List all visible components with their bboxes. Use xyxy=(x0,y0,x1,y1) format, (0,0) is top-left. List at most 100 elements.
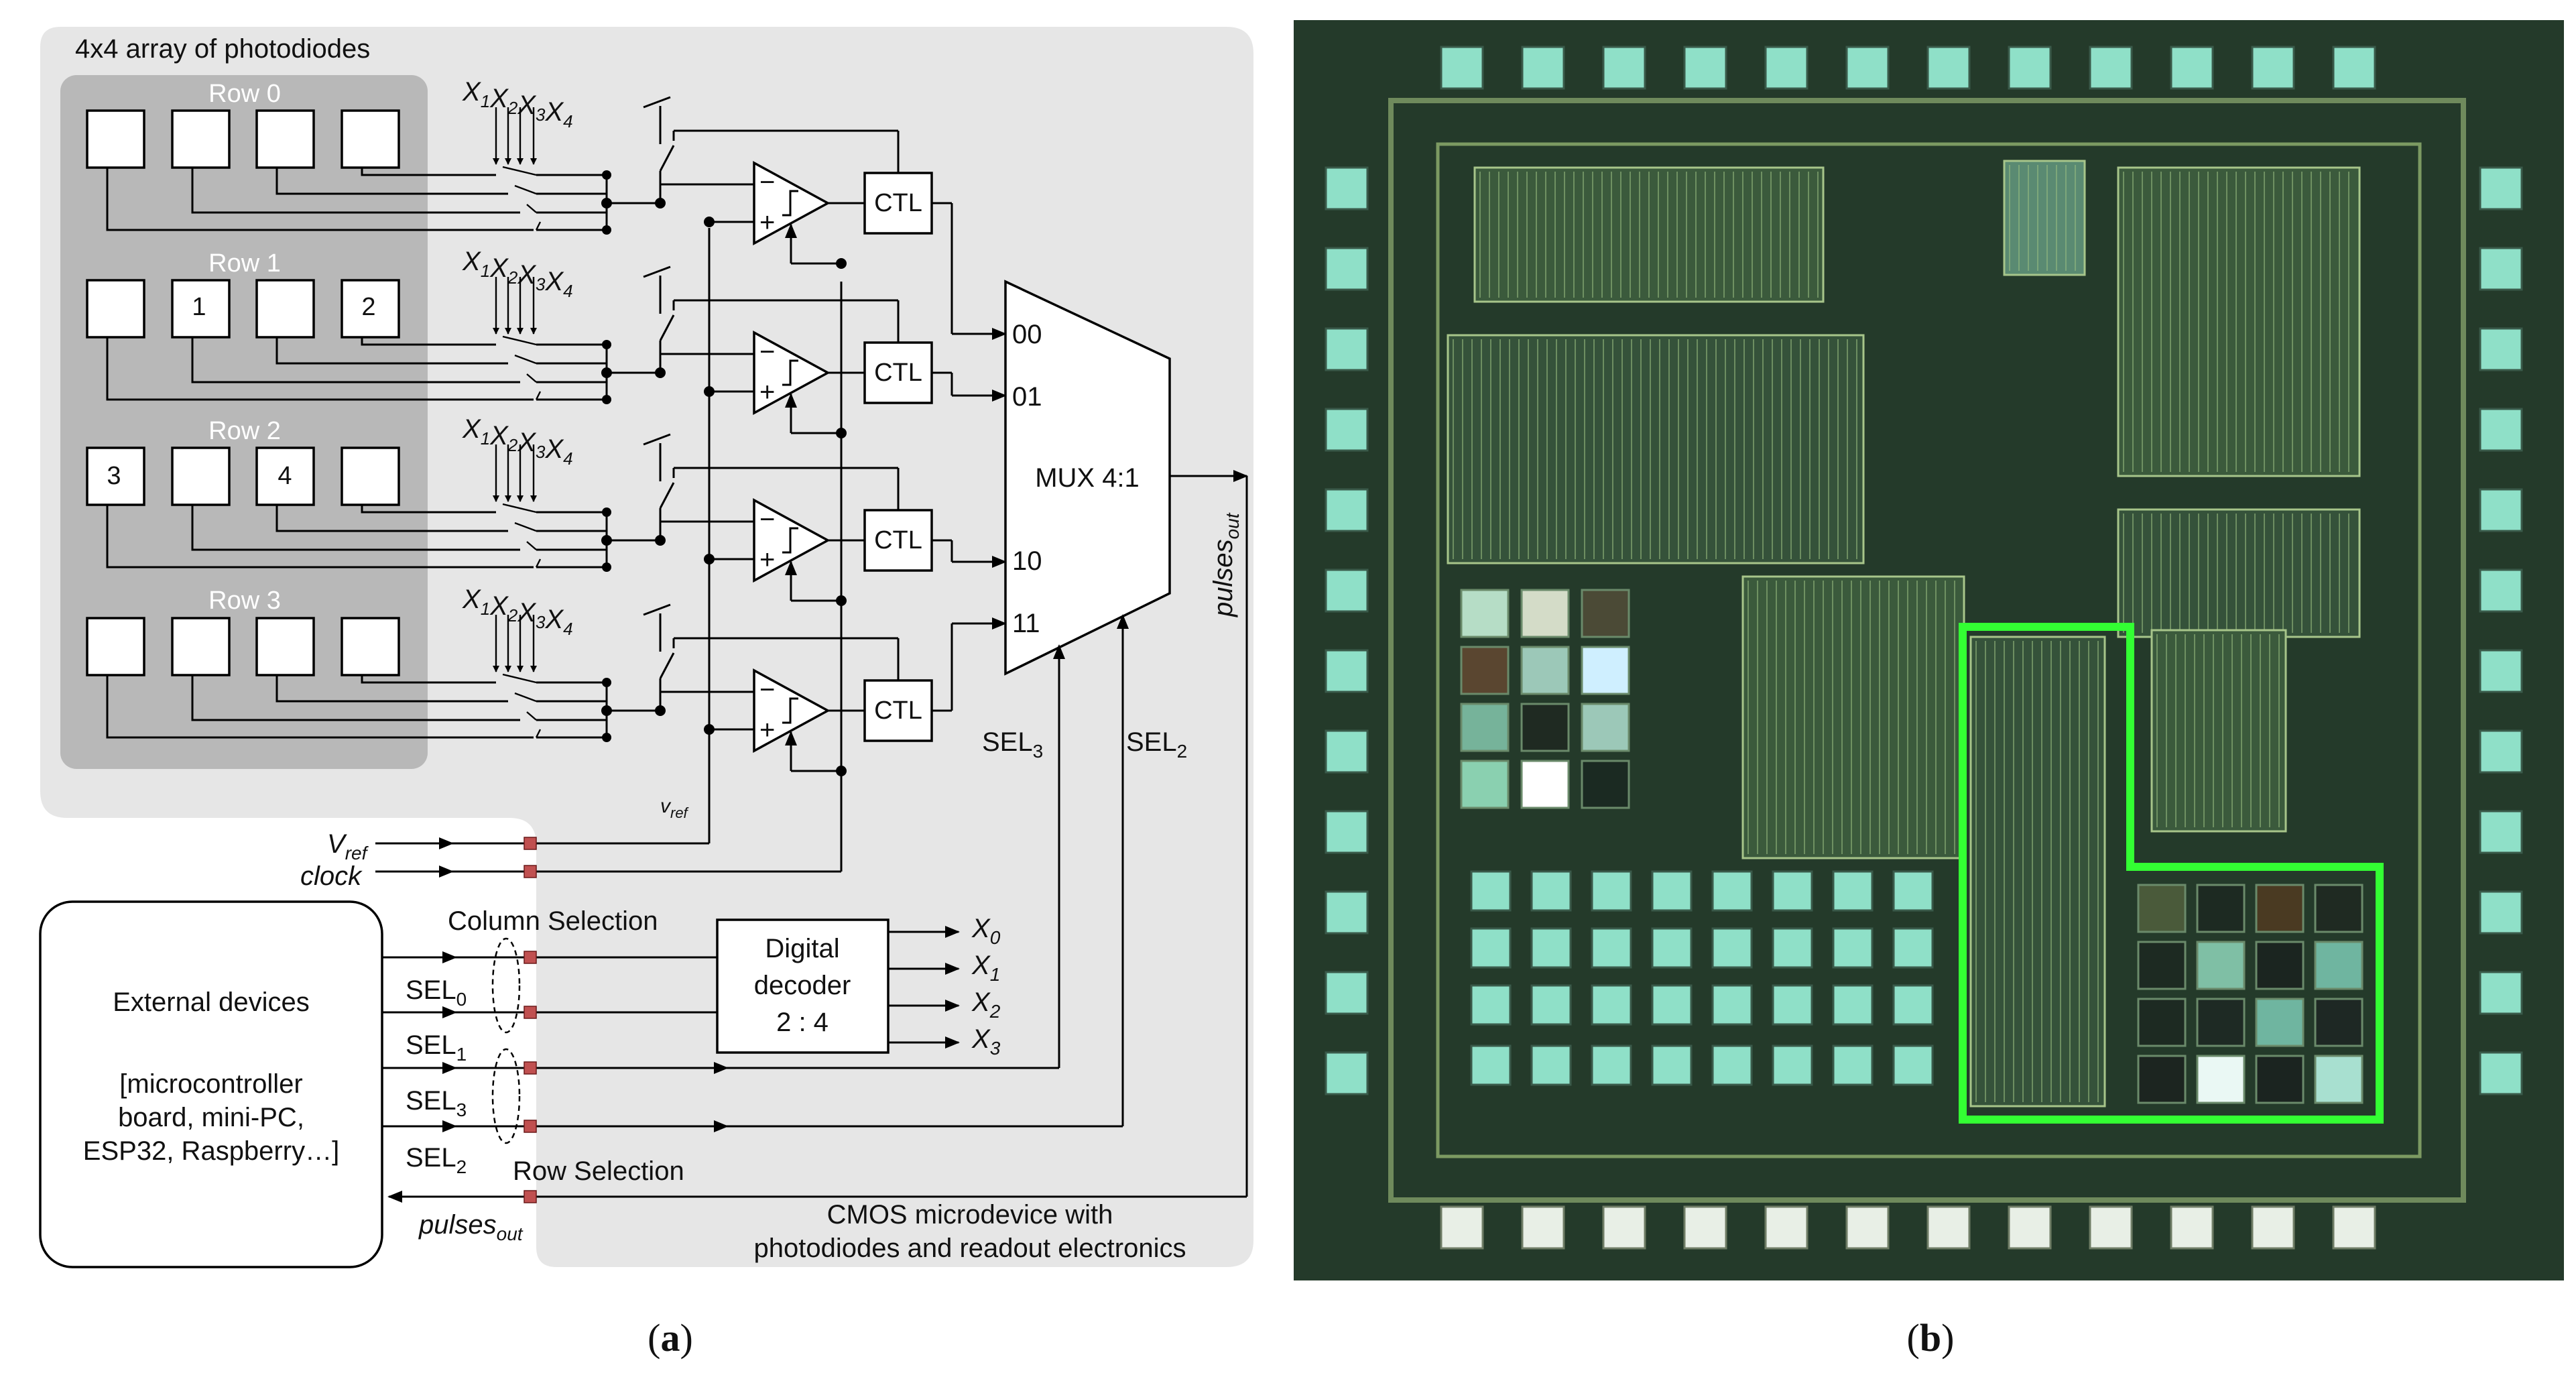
bond-pad-top-5 xyxy=(1845,46,1890,90)
bond-pad-top-0 xyxy=(1440,46,1484,90)
caption-a: (a) xyxy=(648,1316,693,1360)
test-pad-2-3 xyxy=(1651,984,1693,1026)
analog-block-right xyxy=(2117,508,2361,638)
array-photodiode-7 xyxy=(2314,941,2364,990)
photodiode-r0-c1 xyxy=(171,109,231,169)
bond-pad-bottom-2 xyxy=(1602,1205,1646,1250)
photodiode-r0-c3 xyxy=(341,109,400,169)
array-photodiode-15 xyxy=(2314,1055,2364,1104)
bond-pad-top-2 xyxy=(1602,46,1646,90)
switch-labels-2: X1X2X3X4 xyxy=(462,414,573,469)
test-photodiode-8 xyxy=(1581,703,1630,752)
bond-pad-top-9 xyxy=(2170,46,2214,90)
hysteresis-icon-1 xyxy=(782,359,798,386)
row-selection-label: Row Selection xyxy=(513,1156,684,1186)
test-pad-2-4 xyxy=(1711,984,1753,1026)
photodiode-r1-c2 xyxy=(255,279,315,339)
mux-label: MUX 4:1 xyxy=(1035,463,1140,493)
test-photodiode-1 xyxy=(1520,589,1570,638)
test-photodiode-0 xyxy=(1460,589,1510,638)
switch-labels-1: X1X2X3X4 xyxy=(462,247,573,301)
test-pad-0-6 xyxy=(1832,870,1874,912)
test-photodiode-2 xyxy=(1581,589,1630,638)
test-pad-3-4 xyxy=(1711,1044,1753,1086)
array-photodiode-14 xyxy=(2255,1055,2305,1104)
readout-column xyxy=(1969,636,2106,1108)
bond-pad-left-10 xyxy=(1325,971,1369,1015)
decoder-output-x0: X0 xyxy=(971,914,1001,948)
bond-pad-left-9 xyxy=(1325,890,1369,935)
photodiode-r1-c0 xyxy=(86,279,145,339)
ctl-label-2: CTL xyxy=(874,526,922,554)
array-photodiode-6 xyxy=(2255,941,2305,990)
sel2-row-pin xyxy=(524,1120,537,1133)
comparator-plus-0: + xyxy=(759,208,775,237)
ctl-block-0 xyxy=(863,172,933,235)
digital-decoder xyxy=(716,918,890,1054)
row-label-0: Row 0 xyxy=(208,80,281,108)
array-photodiode-8 xyxy=(2137,998,2187,1047)
bond-pad-right-2 xyxy=(2479,327,2523,371)
test-pad-3-1 xyxy=(1530,1044,1572,1086)
bond-pad-left-3 xyxy=(1325,408,1369,452)
array-photodiode-1 xyxy=(2196,884,2246,933)
photodiode-number-3: 3 xyxy=(107,462,121,490)
bond-pad-left-0 xyxy=(1325,166,1369,211)
test-pad-2-0 xyxy=(1470,984,1512,1026)
column-selection-label: Column Selection xyxy=(448,906,658,936)
row-label-2: Row 2 xyxy=(208,417,281,445)
test-pad-3-2 xyxy=(1591,1044,1632,1086)
test-pad-3-3 xyxy=(1651,1044,1693,1086)
clock-input-label: clock xyxy=(300,861,363,891)
test-pad-1-3 xyxy=(1651,927,1693,969)
test-pad-0-5 xyxy=(1772,870,1813,912)
bond-pad-right-11 xyxy=(2479,1051,2523,1095)
bond-pad-top-3 xyxy=(1683,46,1727,90)
test-pad-1-0 xyxy=(1470,927,1512,969)
photodiode-r3-c0 xyxy=(86,617,145,676)
caption-b: (b) xyxy=(1907,1316,1955,1360)
photodiode-number-2: 2 xyxy=(361,293,375,321)
test-pad-0-1 xyxy=(1530,870,1572,912)
test-pad-2-7 xyxy=(1892,984,1934,1026)
bond-pad-bottom-3 xyxy=(1683,1205,1727,1250)
comparator-plus-1: + xyxy=(759,377,775,407)
test-pad-3-6 xyxy=(1832,1044,1874,1086)
bond-pad-bottom-5 xyxy=(1845,1205,1890,1250)
pulses-out-vertical: pulsesout xyxy=(1209,512,1243,617)
photodiode-r3-c3 xyxy=(341,617,400,676)
hysteresis-icon-2 xyxy=(782,527,798,554)
switch-columns: X1X2X3X4−+CTLX1X2X3X4−+CTLX1X2X3X4−+CTLX… xyxy=(462,77,1007,776)
comparator-block xyxy=(2150,629,2287,833)
bond-pad-top-4 xyxy=(1764,46,1808,90)
test-photodiode-10 xyxy=(1520,760,1570,809)
array-photodiode-4 xyxy=(2137,941,2187,990)
photodiode-r3-c1 xyxy=(171,617,231,676)
row-selection-group xyxy=(491,1048,521,1144)
ctl-label-1: CTL xyxy=(874,359,922,387)
comparator-minus-1: − xyxy=(759,337,775,367)
photodiode-rows xyxy=(86,109,534,739)
bond-pad-right-7 xyxy=(2479,729,2523,774)
mux-4-1 xyxy=(1004,280,1171,676)
hysteresis-icon-0 xyxy=(782,190,798,217)
test-photodiode-6 xyxy=(1460,703,1510,752)
logic-block-left xyxy=(1447,334,1865,564)
test-photodiode-4 xyxy=(1520,646,1570,695)
ctl-block-3 xyxy=(863,679,933,742)
bond-pad-left-11 xyxy=(1325,1051,1369,1095)
photodiode-row-0 xyxy=(86,109,534,231)
bond-pad-bottom-7 xyxy=(2008,1205,2052,1250)
test-pad-1-5 xyxy=(1772,927,1813,969)
test-pad-2-5 xyxy=(1772,984,1813,1026)
external-devices-box xyxy=(39,900,383,1268)
test-pad-2-2 xyxy=(1591,984,1632,1026)
bond-pad-right-3 xyxy=(2479,408,2523,452)
photodiode-number-4: 4 xyxy=(278,462,292,490)
array-photodiode-2 xyxy=(2255,884,2305,933)
sel0-col-pin xyxy=(524,951,537,964)
bond-pad-top-10 xyxy=(2251,46,2295,90)
photodiode-array-box xyxy=(60,75,428,769)
bond-pad-top-6 xyxy=(1926,46,1971,90)
pulses-out-pin xyxy=(524,1190,537,1203)
